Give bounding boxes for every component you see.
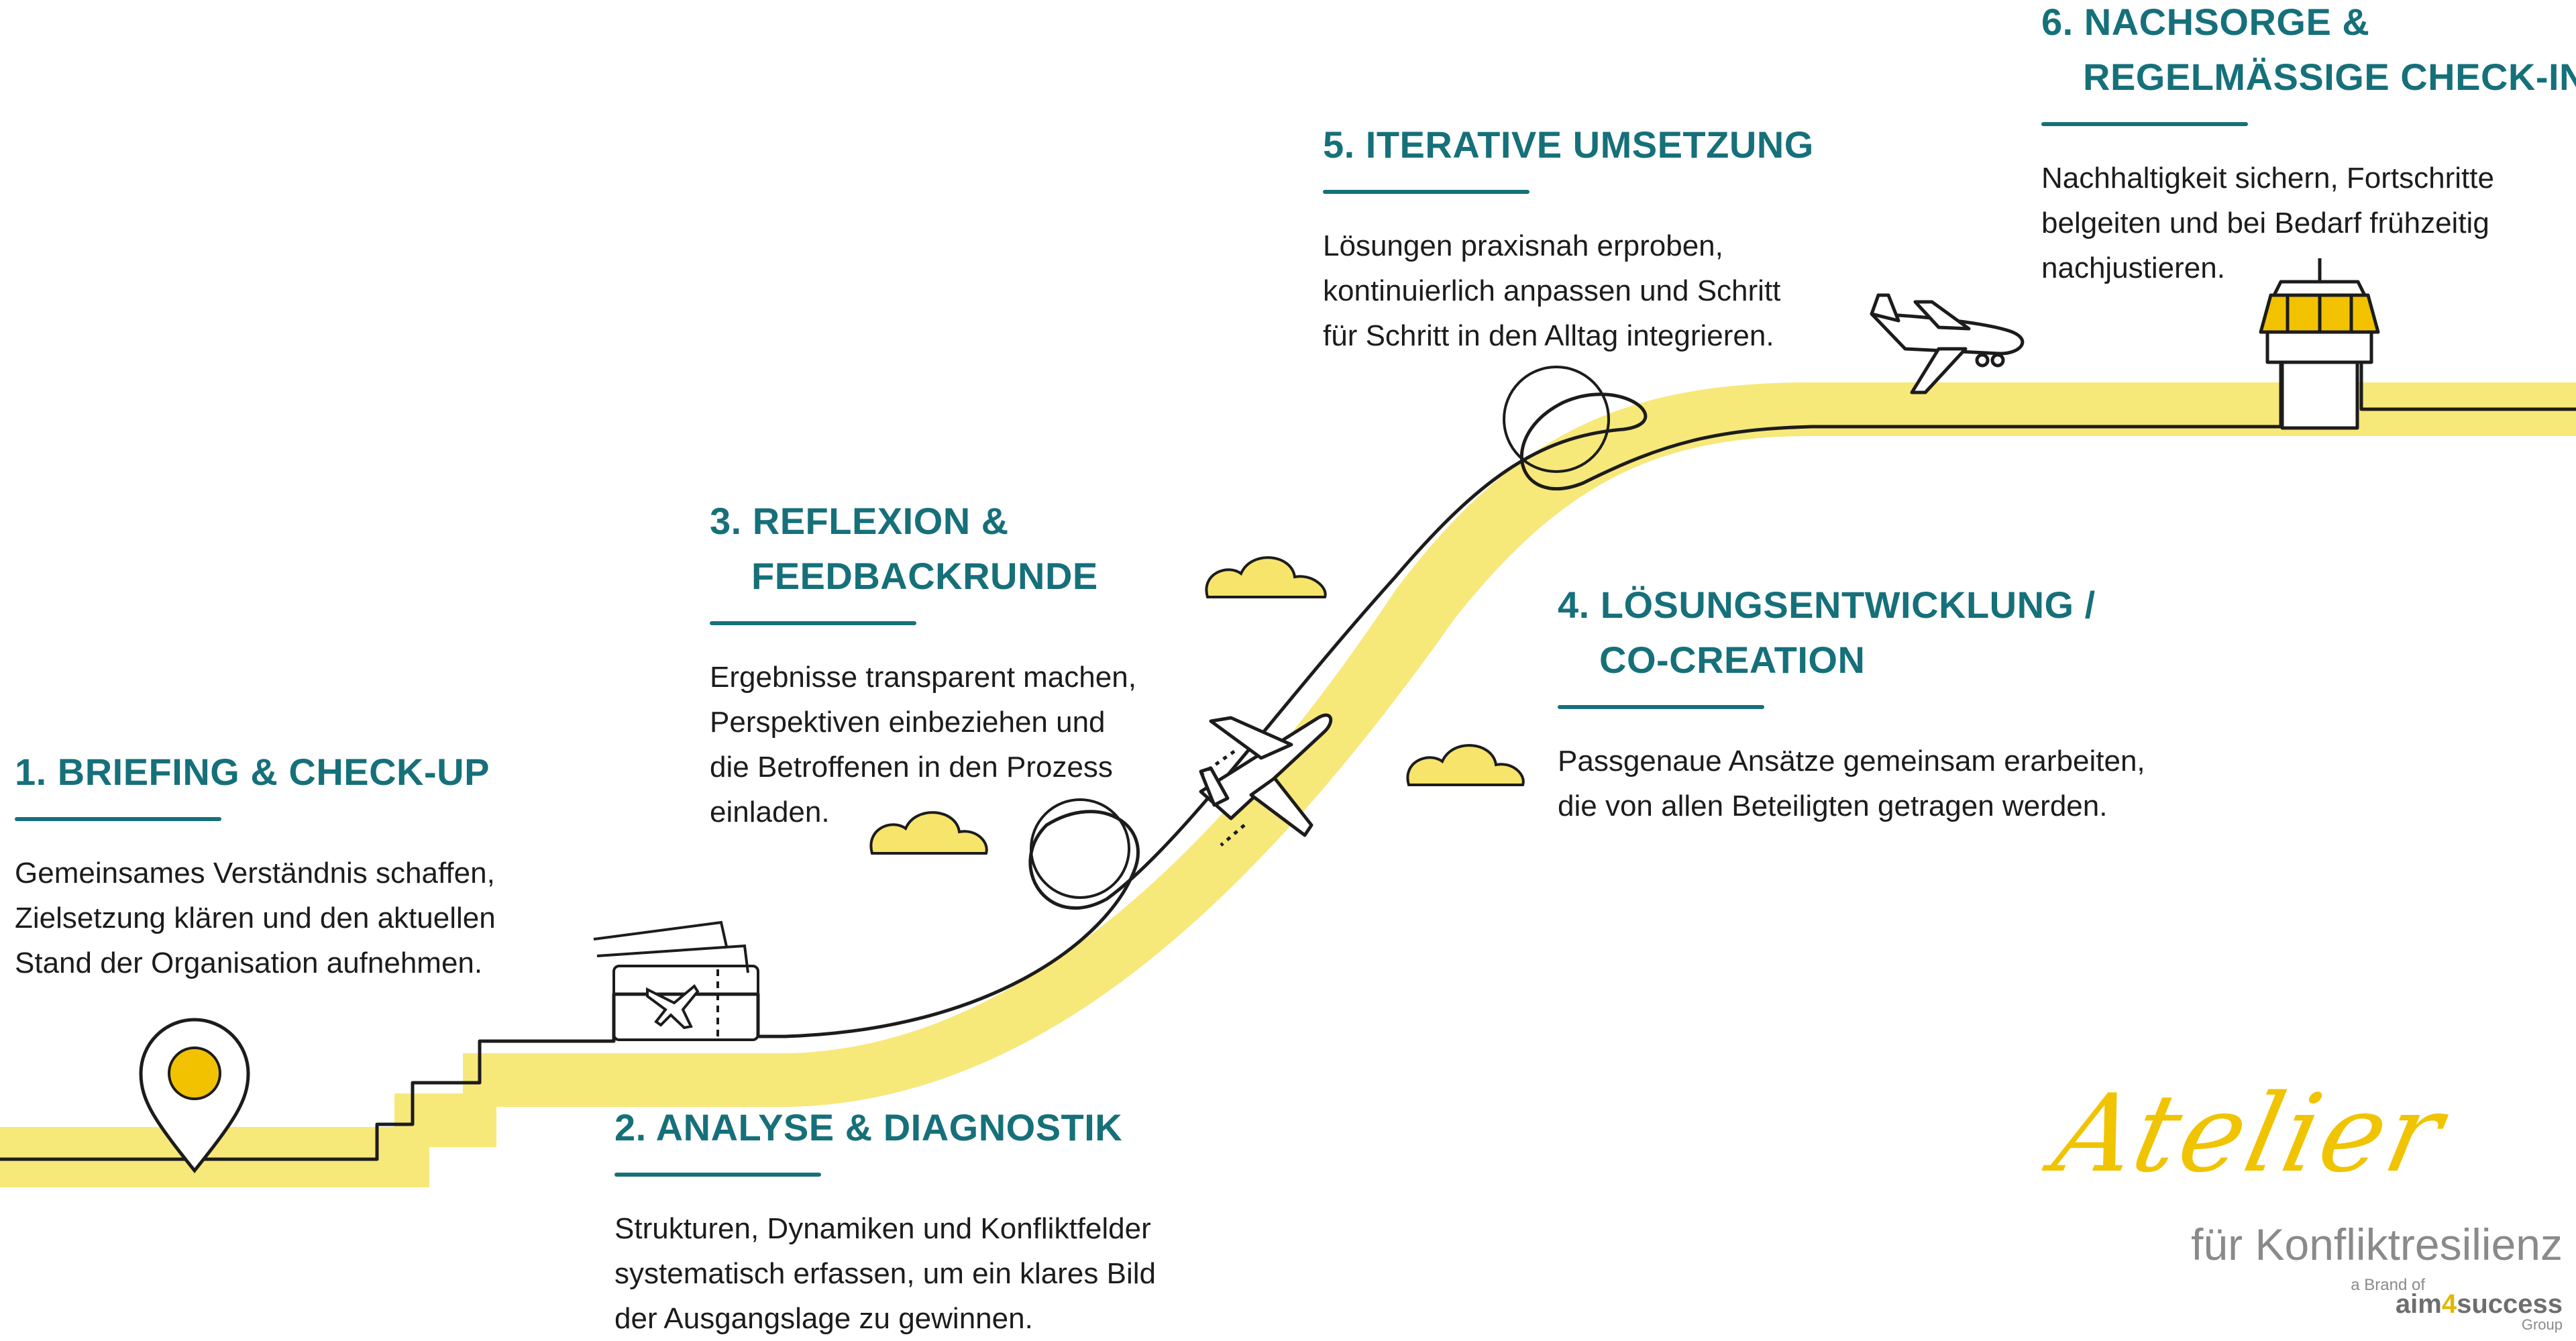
airplane-landing-icon xyxy=(1870,293,2025,394)
step-6-nachsorge: 6. NACHSORGE & REGELMÄSSIGE CHECK-INS Na… xyxy=(2041,0,2576,290)
step-description-line: Gemeinsames Verständnis schaffen, xyxy=(15,857,495,890)
step-title-line1: 3. REFLEXION & xyxy=(710,500,1009,542)
logo-company-group: Group xyxy=(2521,1316,2563,1333)
boarding-ticket-icon xyxy=(593,920,759,1041)
step-description-line: nachjustieren. xyxy=(2041,252,2225,284)
step-title-line1: 1. BRIEFING & CHECK-UP xyxy=(15,751,490,793)
airplane-takeoff-icon xyxy=(1199,713,1333,847)
step-description-line: kontinuierlich anpassen und Schritt xyxy=(1323,274,1781,307)
step-description-line: Ergebnisse transparent machen, xyxy=(710,661,1136,694)
step-description-line: Strukturen, Dynamiken und Konfliktfelder xyxy=(614,1212,1151,1245)
logo-company-part: success xyxy=(2457,1289,2563,1319)
journey-ink-line xyxy=(0,360,2576,1161)
step-description-line: Nachhaltigkeit sichern, Fortschritte xyxy=(2041,162,2494,195)
step-title: 6. NACHSORGE & REGELMÄSSIGE CHECK-INS xyxy=(2041,0,2576,105)
control-tower-icon xyxy=(2259,258,2380,430)
step-3-reflexion: 3. REFLEXION & FEEDBACKRUNDE Ergebnisse … xyxy=(710,494,1136,835)
cloud-icon xyxy=(1406,744,1525,786)
divider-line xyxy=(2041,122,2248,126)
step-description-line: die von allen Beteiligten getragen werde… xyxy=(1558,790,2108,822)
step-1-briefing: 1. BRIEFING & CHECK-UP Gemeinsames Verst… xyxy=(15,745,496,985)
logo-company-four: 4 xyxy=(2441,1289,2457,1319)
divider-line xyxy=(1558,705,1764,709)
step-description-line: Lösungen praxisnah erproben, xyxy=(1323,229,1723,262)
logo-brand-prefix: a Brand of xyxy=(2351,1276,2425,1294)
divider-line xyxy=(710,621,916,625)
step-title-line1: 6. NACHSORGE & xyxy=(2041,1,2370,43)
step-description-line: Stand der Organisation aufnehmen. xyxy=(15,947,483,979)
step-title: 5. ITERATIVE UMSETZUNG xyxy=(1323,117,1814,172)
step-description-line: Passgenaue Ansätze gemeinsam erarbeiten, xyxy=(1558,745,2145,777)
cloud-icon xyxy=(1205,556,1327,598)
step-title-line2: FEEDBACKRUNDE xyxy=(751,555,1098,597)
step-title: 3. REFLEXION & FEEDBACKRUNDE xyxy=(710,494,1136,604)
step-title: 1. BRIEFING & CHECK-UP xyxy=(15,745,496,800)
step-description-line: systematisch erfassen, um ein klares Bil… xyxy=(614,1257,1156,1290)
step-description-line: der Ausgangslage zu gewinnen. xyxy=(614,1302,1033,1335)
cloud-icon xyxy=(869,811,988,855)
journey-path-band xyxy=(0,382,2576,1187)
step-title-line2: CO-CREATION xyxy=(1599,639,1866,681)
step-title-line1: 4. LÖSUNGSENTWICKLUNG / xyxy=(1558,584,2096,626)
step-title-line1: 2. ANALYSE & DIAGNOSTIK xyxy=(614,1106,1123,1148)
logo-company-name: aim4success xyxy=(2396,1289,2563,1320)
logo-company-part: aim xyxy=(2395,1289,2442,1319)
loop-mark xyxy=(1030,798,1130,899)
logo-subtitle: für Konfliktresilienz xyxy=(2191,1220,2563,1269)
step-title-line1: 5. ITERATIVE UMSETZUNG xyxy=(1323,123,1814,166)
step-2-analyse: 2. ANALYSE & DIAGNOSTIK Strukturen, Dyna… xyxy=(614,1100,1156,1341)
loop-mark xyxy=(1503,366,1610,473)
step-4-loesungsentwicklung: 4. LÖSUNGSENTWICKLUNG / CO-CREATION Pass… xyxy=(1558,578,2145,828)
location-pin-icon xyxy=(139,1018,250,1174)
logo-script-wordmark: Atelier xyxy=(2043,1071,2455,1196)
step-title: 2. ANALYSE & DIAGNOSTIK xyxy=(614,1100,1156,1155)
step-description-line: einladen. xyxy=(710,796,830,828)
divider-line xyxy=(614,1173,821,1177)
step-description-line: Zielsetzung klären und den aktuellen xyxy=(15,902,496,934)
step-description-line: für Schritt in den Alltag integrieren. xyxy=(1323,319,1774,352)
step-title-line2: REGELMÄSSIGE CHECK-INS xyxy=(2083,56,2576,98)
step-description-line: Perspektiven einbeziehen und xyxy=(710,706,1106,739)
divider-line xyxy=(1323,190,1529,194)
step-5-iterative-umsetzung: 5. ITERATIVE UMSETZUNG Lösungen praxisna… xyxy=(1323,117,1814,358)
step-description-line: die Betroffenen in den Prozess xyxy=(710,751,1113,784)
step-title: 4. LÖSUNGSENTWICKLUNG / CO-CREATION xyxy=(1558,578,2145,688)
step-description-line: belgeiten und bei Bedarf frühzeitig xyxy=(2041,207,2489,239)
brand-logo: Atelier für Konfliktresilienz a Brand of… xyxy=(2044,1071,2563,1335)
divider-line xyxy=(15,817,221,821)
